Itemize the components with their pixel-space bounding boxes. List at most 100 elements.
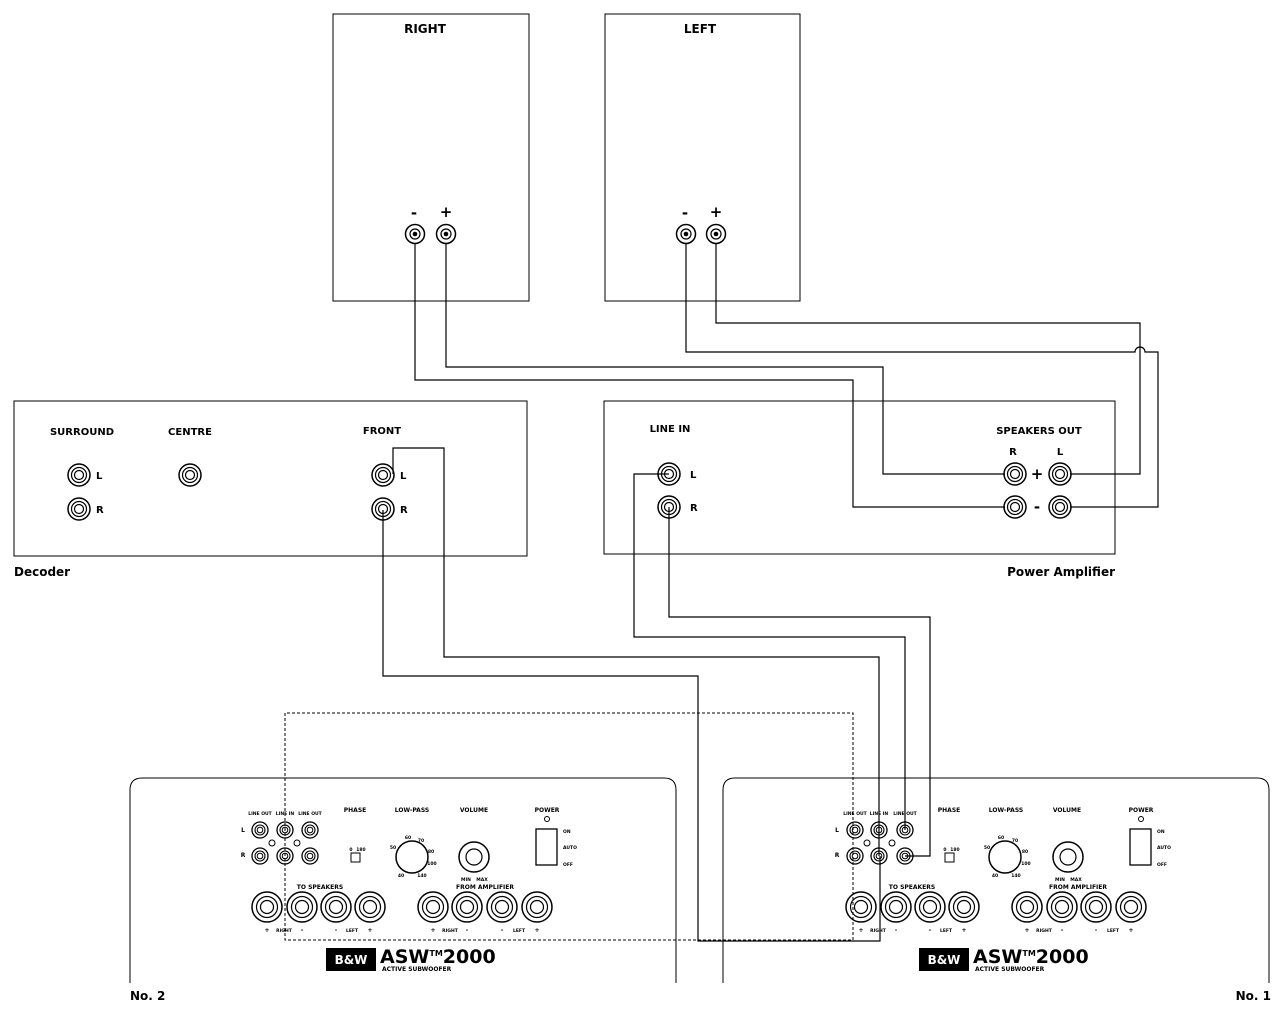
sub1-phase-switch[interactable] xyxy=(944,852,955,863)
wire-right-speaker-plus xyxy=(445,244,1005,475)
sub1-to-speakers-label: TO SPEAKERS xyxy=(889,884,935,891)
sub1-ts-left: LEFT xyxy=(940,928,953,934)
sub1-ts-plus-a: + xyxy=(858,927,863,934)
sub1-to-speakers-right-plus[interactable] xyxy=(845,891,877,923)
decoder-front-l-jack[interactable] xyxy=(371,463,395,487)
sub2-line-out-l-b[interactable] xyxy=(301,821,319,839)
sub1-line-out-r-a[interactable] xyxy=(846,847,864,865)
sub1-volume-knob[interactable] xyxy=(1052,841,1084,873)
unit-no2-caption: No. 2 xyxy=(130,989,165,1003)
decoder-front-l-label: L xyxy=(400,471,407,482)
sub1-to-speakers-right-minus[interactable] xyxy=(880,891,912,923)
sub2-phase-switch[interactable] xyxy=(350,852,361,863)
sub1-power-off: OFF xyxy=(1157,862,1167,868)
amplifier-out-plus-label: + xyxy=(1031,465,1044,483)
sub2-line-out-r-b[interactable] xyxy=(301,847,319,865)
decoder-surround-l-jack[interactable] xyxy=(67,463,91,487)
sub1-volume-knob-cap xyxy=(1059,848,1077,866)
sub2-volume-knob[interactable] xyxy=(458,841,490,873)
sub1-power-auto: AUTO xyxy=(1157,845,1171,851)
sub2-power-switch[interactable] xyxy=(535,828,558,866)
sub2-logo-box xyxy=(326,948,376,971)
sub1-phase-0: 0 xyxy=(943,847,946,853)
left-speaker-plus-label: + xyxy=(710,203,723,221)
decoder-surround-r-jack[interactable] xyxy=(67,497,91,521)
sub1-fa-right: RIGHT xyxy=(1036,928,1053,934)
sub2-power-label: POWER xyxy=(535,807,560,814)
subwoofer-no2-outline xyxy=(129,777,677,983)
subwoofer-no1-outline xyxy=(722,777,1270,983)
decoder: SURROUND CENTRE FRONT L R L R Decoder xyxy=(13,400,528,579)
sub2-subtitle: ACTIVE SUBWOOFER xyxy=(382,966,452,973)
sub1-brand-logo: B&W xyxy=(919,948,969,971)
sub1-line-out-label-a: LINE OUT xyxy=(843,811,867,817)
decoder-caption: Decoder xyxy=(14,565,70,579)
sub2-from-amp-left-minus[interactable] xyxy=(486,891,518,923)
sub2-ts-minus-a: - xyxy=(301,927,304,934)
decoder-box xyxy=(13,400,528,557)
wire-left-speaker-minus xyxy=(685,244,1159,508)
sub2-to-speakers-right-minus[interactable] xyxy=(286,891,318,923)
sub2-from-amp-right-plus[interactable] xyxy=(417,891,449,923)
sub1-ts-plus-b: + xyxy=(961,927,966,934)
right-speaker-plus-label: + xyxy=(440,203,453,221)
sub1-from-amplifier-label: FROM AMPLIFIER xyxy=(1049,884,1107,891)
unit-no1-caption: No. 1 xyxy=(1236,989,1271,1003)
amplifier-out-r-plus-terminal[interactable] xyxy=(1003,462,1027,486)
right-speaker: RIGHT - + xyxy=(332,13,530,302)
sub1-to-speakers-left-minus[interactable] xyxy=(914,891,946,923)
sub2-from-amp-left-plus[interactable] xyxy=(521,891,553,923)
amplifier-out-minus-label: - xyxy=(1034,498,1040,516)
sub2-to-speakers-left-minus[interactable] xyxy=(320,891,352,923)
sub1-from-amp-right-plus[interactable] xyxy=(1011,891,1043,923)
sub1-logo-box xyxy=(919,948,969,971)
sub1-line-out-l-a[interactable] xyxy=(846,821,864,839)
sub2-ts-left: LEFT xyxy=(346,928,359,934)
sub2-lp-tick-80: 80 xyxy=(428,849,434,855)
decoder-centre-jack[interactable] xyxy=(178,463,202,487)
power-amplifier: LINE IN L R SPEAKERS OUT R L + - Power A… xyxy=(603,400,1116,579)
right-speaker-minus-terminal[interactable] xyxy=(404,223,426,245)
sub2-lp-tick-50: 50 xyxy=(390,845,396,851)
sub1-fa-left: LEFT xyxy=(1107,928,1120,934)
sub2-fa-plus-b: + xyxy=(534,927,539,934)
amplifier-speakers-out-label: SPEAKERS OUT xyxy=(996,426,1082,437)
sub1-logo-text: B&W xyxy=(928,953,961,967)
sub2-line-out-r-a[interactable] xyxy=(251,847,269,865)
sub1-lp-tick-80: 80 xyxy=(1022,849,1028,855)
sub1-low-pass-knob[interactable] xyxy=(988,840,1022,874)
sub1-from-amp-left-minus[interactable] xyxy=(1080,891,1112,923)
right-speaker-plus-terminal[interactable] xyxy=(435,223,457,245)
sub2-lp-tick-60: 60 xyxy=(405,835,411,841)
sub1-fa-minus-b: - xyxy=(1095,927,1098,934)
sub1-r-label: R xyxy=(835,852,840,859)
sub1-lp-tick-100: 100 xyxy=(1021,861,1030,867)
left-speaker-minus-terminal[interactable] xyxy=(675,223,697,245)
amplifier-out-r-label: R xyxy=(1009,447,1017,458)
sub1-lp-tick-50: 50 xyxy=(984,845,990,851)
sub2-from-amp-right-minus[interactable] xyxy=(451,891,483,923)
amplifier-out-l-minus-terminal[interactable] xyxy=(1048,495,1072,519)
right-speaker-minus-label: - xyxy=(411,204,417,222)
right-speaker-box xyxy=(332,13,530,302)
sub1-from-amp-right-minus[interactable] xyxy=(1046,891,1078,923)
wire-amp-line-in-r xyxy=(668,507,931,857)
sub2-phase-180: 180 xyxy=(356,847,365,853)
sub2-logo-text: B&W xyxy=(335,953,368,967)
left-speaker-plus-terminal[interactable] xyxy=(705,223,727,245)
sub2-lp-tick-100: 100 xyxy=(427,861,436,867)
sub1-to-speakers-left-plus[interactable] xyxy=(948,891,980,923)
sub1-from-amp-left-plus[interactable] xyxy=(1115,891,1147,923)
sub2-low-pass-knob[interactable] xyxy=(395,840,429,874)
sub2-ts-plus-a: + xyxy=(264,927,269,934)
sub2-fa-left: LEFT xyxy=(513,928,526,934)
sub2-line-out-l-a[interactable] xyxy=(251,821,269,839)
amplifier-out-l-plus-terminal[interactable] xyxy=(1048,462,1072,486)
sub2-to-speakers-left-plus[interactable] xyxy=(354,891,386,923)
sub1-power-switch[interactable] xyxy=(1129,828,1152,866)
wire-right-speaker-minus xyxy=(414,244,1005,508)
sub2-to-speakers-right-plus[interactable] xyxy=(251,891,283,923)
sub2-low-pass-label: LOW-PASS xyxy=(395,807,429,814)
amplifier-out-r-minus-terminal[interactable] xyxy=(1003,495,1027,519)
